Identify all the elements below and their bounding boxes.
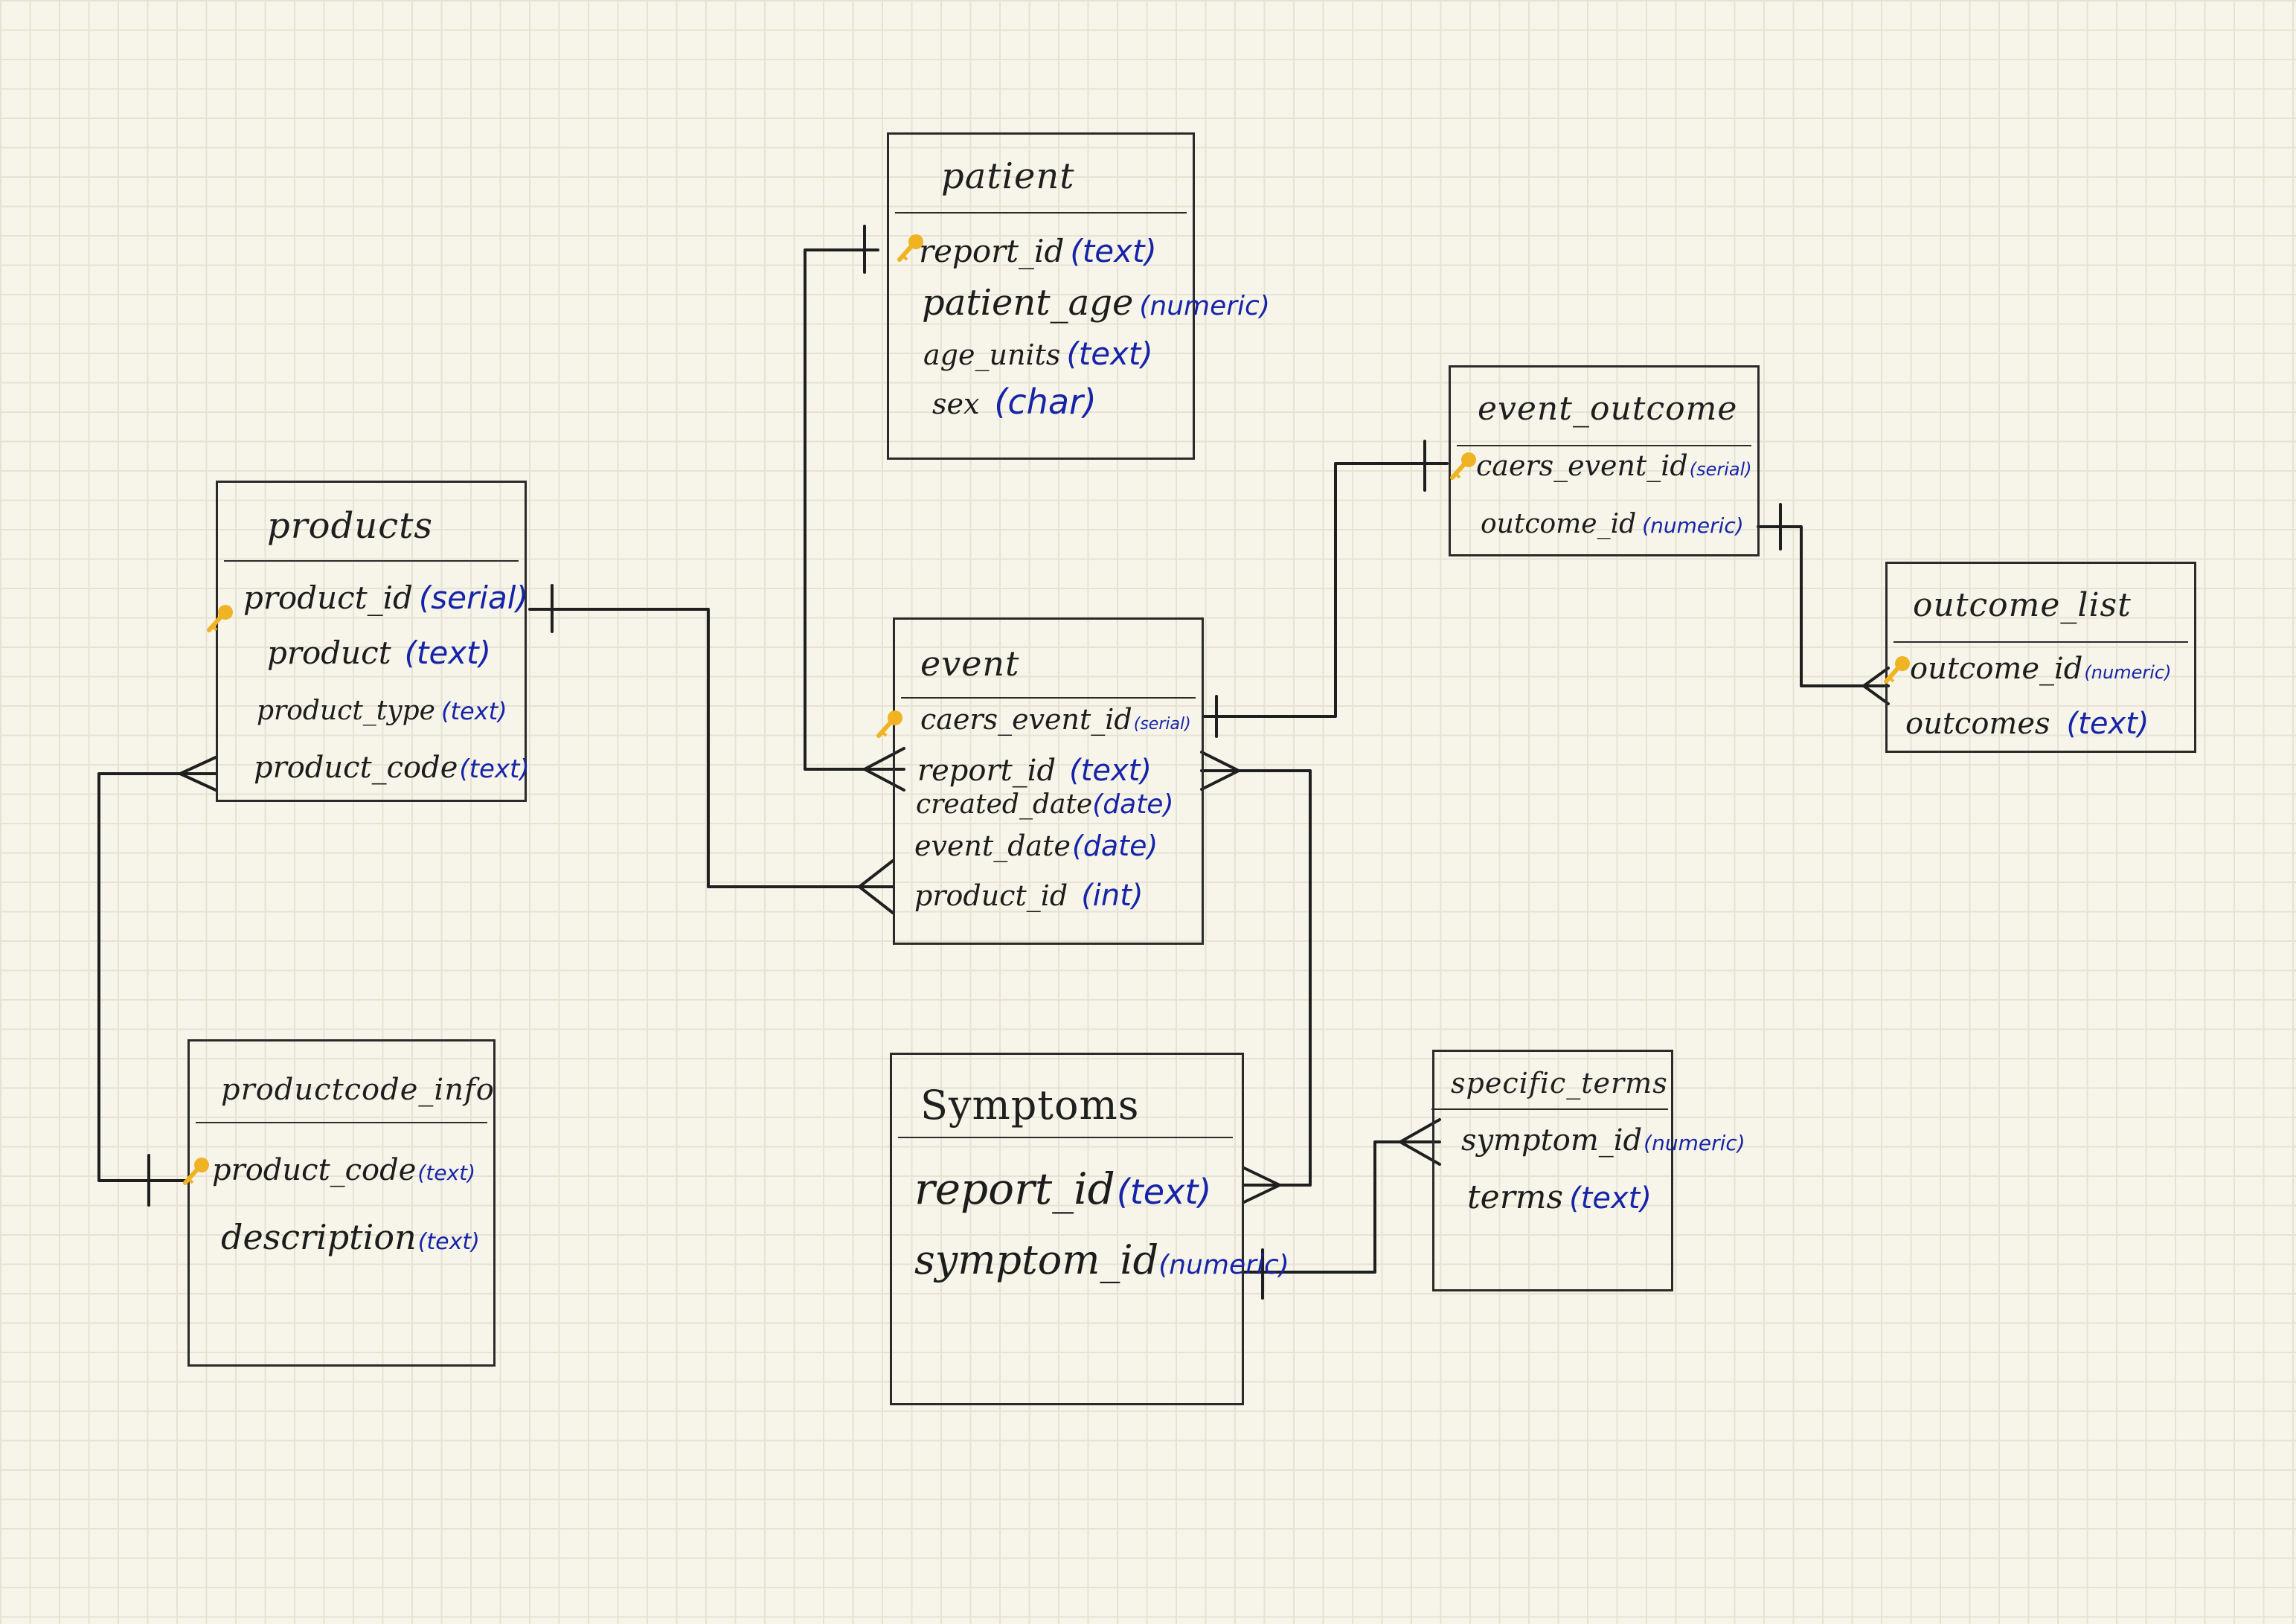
table-title: specific_terms [1451, 1067, 1668, 1100]
table-event: event caers_event_id(serial) report_id(t… [876, 617, 1204, 945]
rel-eventoutcome-outcomelist [1757, 503, 1890, 705]
field-outcome-id: outcome_id(numeric) [1481, 509, 1744, 539]
field-product: product(text) [267, 635, 491, 671]
field-caers-event-id: caers_event_id(serial) [1476, 449, 1752, 482]
table-title: Symptoms [920, 1082, 1140, 1129]
field-created-date: created_date(date) [916, 789, 1174, 820]
field-terms: terms(text) [1467, 1178, 1652, 1216]
table-title: patient [941, 155, 1075, 197]
rel-products-productcode [97, 756, 217, 1207]
table-title: outcome_list [1913, 586, 2132, 624]
table-event-outcome: event_outcome caers_event_id(serial) out… [1449, 365, 1760, 556]
field-outcome-id: outcome_id(numeric) [1910, 652, 2172, 686]
field-age-units: age_units(text) [923, 336, 1153, 372]
table-title: products [267, 505, 434, 547]
field-patient-age: patient_age(numeric) [922, 282, 1270, 324]
table-outcome-list: outcome_list outcome_id(numeric) outcome… [1884, 562, 2196, 753]
primary-key-icon [897, 234, 923, 262]
field-symptom-id: symptom_id(numeric) [1461, 1123, 1745, 1158]
field-report-id: report_id(text) [914, 1164, 1212, 1214]
field-report-id: report_id(text) [919, 233, 1157, 269]
field-product-id: product_id(serial) [243, 580, 528, 616]
rel-event-symptoms [1200, 751, 1312, 1204]
table-specific-terms: specific_terms symptom_id(numeric) terms… [1431, 1050, 1745, 1291]
field-product-id: product_id(int) [914, 879, 1144, 913]
field-description: description(text) [221, 1217, 480, 1257]
primary-key-icon [207, 605, 233, 632]
rel-products-event [528, 584, 894, 914]
primary-key-icon [876, 710, 902, 738]
primary-key-icon [183, 1158, 209, 1185]
table-products: products product_id(serial) product(text… [207, 481, 530, 802]
field-sex: sex(char) [932, 382, 1097, 422]
rel-event-eventoutcome [1202, 440, 1449, 738]
table-title: event [920, 643, 1020, 684]
field-event-date: event_date(date) [914, 829, 1158, 862]
table-productcode-info: productcode_info product_code(text) desc… [183, 1039, 496, 1367]
rel-patient-event [804, 225, 905, 792]
field-caers-event-id: caers_event_id(serial) [920, 703, 1191, 736]
field-outcomes: outcomes(text) [1905, 707, 2149, 741]
table-title: event_outcome [1478, 390, 1738, 428]
primary-key-icon [1450, 452, 1476, 480]
table-symptoms: Symptoms report_id(text) symptom_id(nume… [890, 1053, 1289, 1405]
field-report-id: report_id(text) [917, 754, 1152, 788]
primary-key-icon [1884, 656, 1910, 684]
field-product-code: product_code(text) [212, 1153, 476, 1187]
field-symptom-id: symptom_id(numeric) [914, 1236, 1289, 1283]
table-patient: patient report_id(text) patient_age(nume… [887, 132, 1270, 460]
table-title: productcode_info [221, 1073, 495, 1107]
field-product-code: product_code(text) [254, 751, 530, 785]
field-product-type: product_type(text) [257, 696, 507, 726]
